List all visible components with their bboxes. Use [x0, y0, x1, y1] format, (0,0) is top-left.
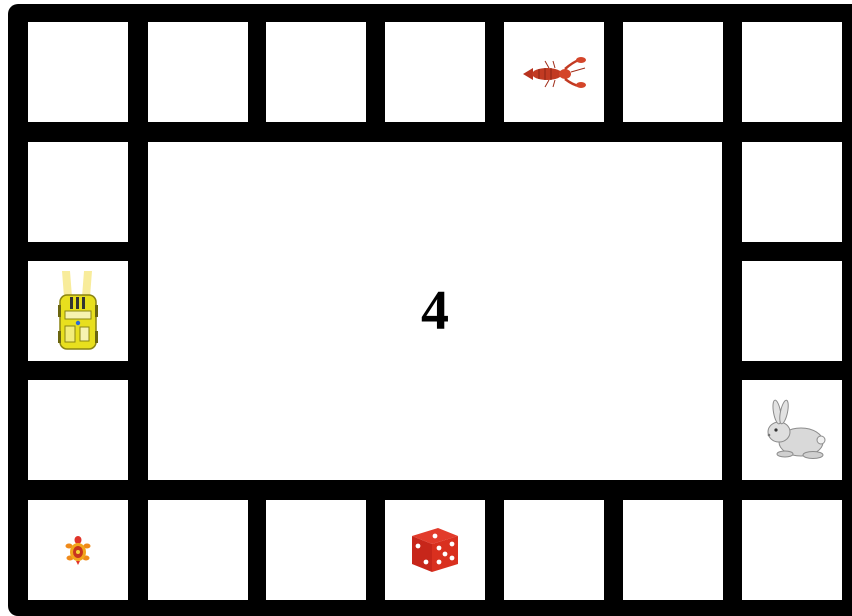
board-cell-5[interactable]: [623, 22, 723, 122]
board-cell-16[interactable]: [148, 500, 248, 600]
board-cell-11[interactable]: [623, 500, 723, 600]
board-cell-2[interactable]: [266, 22, 366, 122]
board-cell-15[interactable]: [266, 500, 366, 600]
board-cell-1[interactable]: [148, 22, 248, 122]
board-cell-12[interactable]: [504, 500, 604, 600]
turtle-icon[interactable]: [65, 535, 91, 565]
dice-icon[interactable]: [408, 524, 462, 576]
board-cell-6[interactable]: [742, 22, 842, 122]
lobster-icon[interactable]: [521, 54, 587, 90]
board-cell-18[interactable]: [28, 380, 128, 480]
board-cell-22[interactable]: [28, 261, 128, 361]
dice-roll-value: 4: [421, 279, 449, 343]
board-cell-17[interactable]: [28, 500, 128, 600]
robot-car-icon[interactable]: [56, 269, 100, 353]
board-cell-4[interactable]: [504, 22, 604, 122]
board-cell-3[interactable]: [385, 22, 485, 122]
board-cell-10[interactable]: [742, 500, 842, 600]
board-cell-8[interactable]: [742, 261, 842, 361]
board-cell-9[interactable]: [742, 380, 842, 480]
board-center: 4: [148, 142, 722, 480]
rabbit-icon[interactable]: [757, 398, 827, 462]
board-cell-13[interactable]: [385, 500, 485, 600]
board-cell-23[interactable]: [28, 142, 128, 242]
board-cell-0[interactable]: [28, 22, 128, 122]
board-cell-7[interactable]: [742, 142, 842, 242]
